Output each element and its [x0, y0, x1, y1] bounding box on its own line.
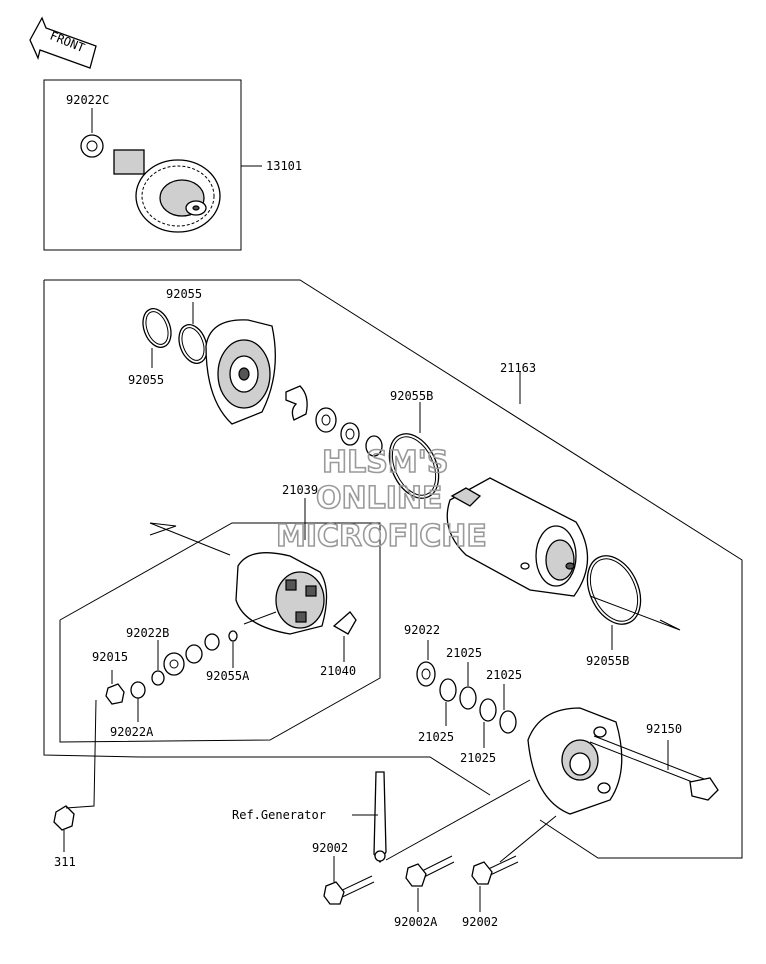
brush-holder-box [59, 522, 381, 743]
label-92002-left: 92002 [312, 841, 348, 855]
watermark-line-2: ONLINE [316, 481, 443, 516]
bolt-92002-left [323, 856, 375, 905]
label-21025-d: 21025 [460, 751, 496, 765]
bolt-92002-right [471, 855, 519, 912]
label-92022A: 92022A [110, 725, 154, 739]
nut-311 [53, 805, 75, 831]
label-92022B: 92022B [126, 626, 169, 640]
label-92055B-bottom: 92055B [586, 654, 629, 668]
washer-92022 [416, 661, 436, 687]
label-21163: 21163 [500, 361, 536, 375]
label-13101: 13101 [266, 159, 302, 173]
label-21039: 21039 [282, 483, 318, 497]
washer-21025-a [439, 678, 457, 702]
front-cover [205, 319, 276, 425]
washer-92022B [151, 670, 165, 686]
label-92055A: 92055A [206, 669, 250, 683]
label-92055-left: 92055 [128, 373, 164, 387]
label-311: 311 [54, 855, 76, 869]
label-92022C: 92022C [66, 93, 109, 107]
label-21025-c: 21025 [418, 730, 454, 744]
thrust-washer-3 [365, 435, 383, 457]
thrust-washer-1 [315, 407, 337, 433]
bolt-92002A [405, 855, 455, 912]
label-92055-top: 92055 [166, 287, 202, 301]
watermark: HLSM'S ONLINE MICROFICHE [275, 444, 488, 555]
label-21040: 21040 [320, 664, 356, 678]
ground-strap [352, 771, 557, 864]
washer-21025-d [499, 710, 517, 734]
o-ring-92055B-bottom [586, 555, 642, 625]
rear-end-cover [527, 707, 623, 815]
label-92150: 92150 [646, 722, 682, 736]
washer-92022C [80, 134, 104, 158]
starter-assembly-outline [43, 279, 743, 859]
long-bolt-92150 [589, 735, 719, 801]
yoke-armature [446, 477, 589, 597]
brush-plate [235, 498, 328, 635]
thrust-washer-2 [340, 422, 360, 446]
lock-washer [285, 385, 308, 421]
watermark-line-1: HLSM'S [322, 445, 448, 480]
washer-21025-c [479, 698, 497, 722]
label-92022: 92022 [404, 623, 440, 637]
label-92015: 92015 [92, 650, 128, 664]
label-ref-generator: Ref.Generator [232, 808, 326, 822]
washer-21025-b [459, 686, 477, 710]
starter-clutch-box [43, 79, 262, 251]
nut-92015 [105, 683, 125, 705]
label-92055B-top: 92055B [390, 389, 433, 403]
washer-92022A [130, 681, 146, 699]
watermark-line-3: MICROFICHE [276, 519, 487, 554]
label-92002A: 92002A [394, 915, 438, 929]
label-21025-a: 21025 [446, 646, 482, 660]
front-arrow-badge: FRONT [29, 16, 97, 69]
terminal-21040 [332, 611, 357, 635]
o-ring-92055-left [142, 308, 172, 348]
o-ring-92055A [228, 630, 238, 642]
starter-clutch-gear [113, 149, 221, 233]
label-92002-right: 92002 [462, 915, 498, 929]
o-ring-92055-right [178, 324, 208, 364]
label-21025-b: 21025 [486, 668, 522, 682]
